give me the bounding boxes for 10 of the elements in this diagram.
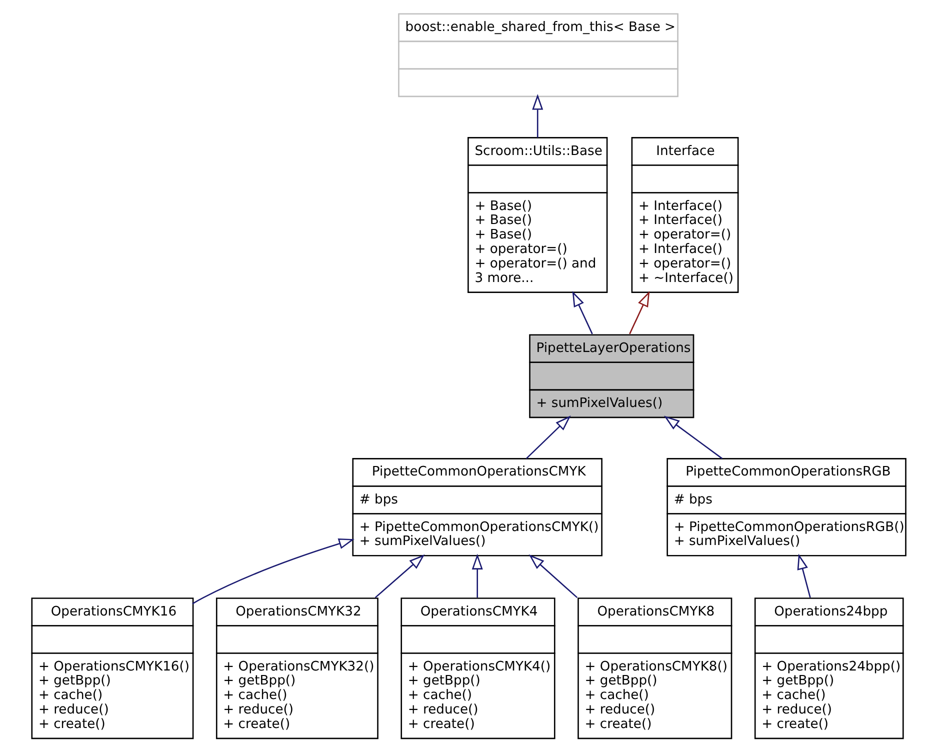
arrow — [532, 94, 544, 138]
arrow — [472, 554, 483, 598]
arrow — [374, 554, 425, 598]
arrow — [629, 290, 650, 334]
arrow — [526, 416, 571, 459]
arrow — [572, 290, 593, 334]
arrow — [797, 554, 811, 598]
arrow — [192, 538, 354, 604]
arrow — [528, 554, 578, 598]
arrow — [664, 416, 723, 460]
